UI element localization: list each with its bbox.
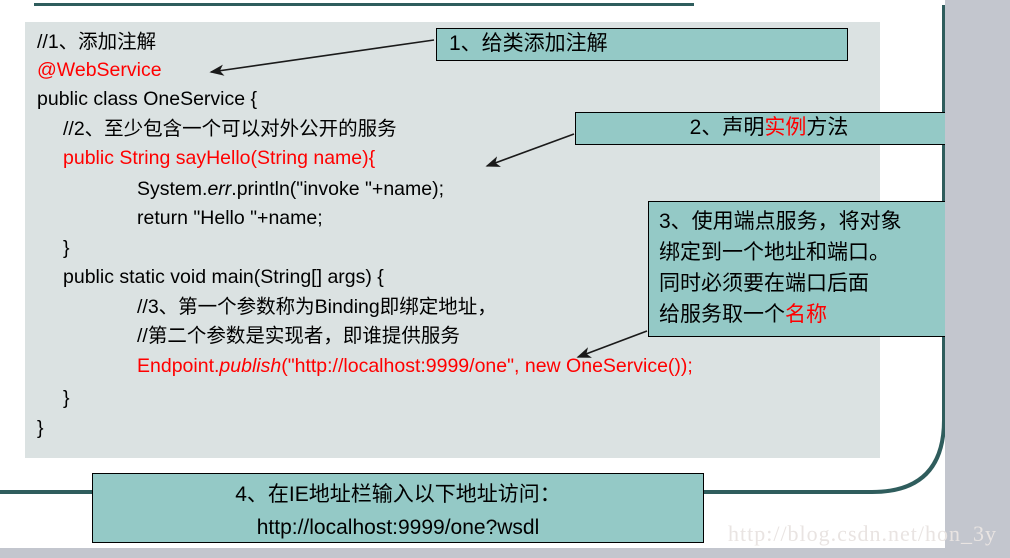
callout-step-3-line-1: 3、使用端点服务，将对象 bbox=[659, 210, 902, 233]
code-line-9-main-decl: public static void main(String[] args) { bbox=[63, 266, 384, 288]
code-line-12-part-c: ("http://localhost:9999/one", new OneSer… bbox=[281, 355, 693, 377]
code-line-5-method-decl: public String sayHello(String name){ bbox=[63, 147, 376, 169]
top-divider-line bbox=[34, 3, 694, 6]
callout-step-3-line-2: 绑定到一个地址和端口。 bbox=[659, 241, 890, 264]
callout-step-3-line-4-prefix: 给服务取一个 bbox=[659, 303, 785, 326]
callout-step-2-suffix: 方法 bbox=[806, 116, 849, 139]
callout-step-3-line-3: 同时必须要在端口后面 bbox=[659, 272, 869, 295]
code-line-8-close-brace: } bbox=[63, 237, 70, 259]
code-line-6-println: System.err.println("invoke "+name); bbox=[137, 179, 444, 199]
code-snippet-block: //1、添加注解 @WebService public class OneSer… bbox=[25, 22, 880, 458]
code-line-4-comment: //2、至少包含一个可以对外公开的服务 bbox=[63, 118, 397, 140]
code-line-14-close-brace: } bbox=[37, 417, 44, 439]
code-line-12-part-b: publish bbox=[219, 355, 282, 377]
callout-step-3: 3、使用端点服务，将对象绑定到一个地址和端口。同时必须要在端口后面给服务取一个名… bbox=[648, 201, 945, 337]
code-line-1: //1、添加注解 bbox=[37, 31, 157, 53]
callout-step-4-url: http://localhost:9999/one?wsdl bbox=[256, 516, 540, 539]
callout-step-3-line-4: 给服务取一个名称 bbox=[659, 299, 945, 330]
code-line-6-part-b: err bbox=[207, 178, 232, 200]
code-line-6-part-a: System. bbox=[137, 178, 208, 200]
code-line-12-endpoint-publish: Endpoint.publish("http://localhost:9999/… bbox=[137, 356, 693, 376]
code-line-6-part-c: .println("invoke "+name); bbox=[231, 178, 445, 200]
code-line-12-part-a: Endpoint. bbox=[137, 355, 220, 377]
slide-canvas: //1、添加注解 @WebService public class OneSer… bbox=[0, 0, 945, 548]
code-line-10-comment: //3、第一个参数称为Binding即绑定地址， bbox=[137, 296, 497, 318]
bottom-panel-strip bbox=[0, 548, 1010, 558]
code-line-11-comment: //第二个参数是实现者，即谁提供服务 bbox=[137, 325, 460, 347]
callout-step-2-prefix: 2、声明 bbox=[689, 116, 765, 139]
callout-step-2-highlight: 实例 bbox=[764, 116, 807, 139]
callout-step-4: 4、在IE地址栏输入以下地址访问： http://localhost:9999/o… bbox=[92, 473, 704, 543]
code-line-2-annotation: @WebService bbox=[37, 59, 162, 81]
code-line-7-return: return "Hello "+name; bbox=[137, 207, 323, 229]
code-line-13-close-brace: } bbox=[63, 387, 70, 409]
watermark-text: http://blog.csdn.net/hon_3y bbox=[728, 521, 997, 546]
callout-step-2: 2、声明实例方法 bbox=[575, 112, 945, 145]
callout-step-4-line-1: 4、在IE地址栏输入以下地址访问： bbox=[235, 483, 561, 506]
callout-step-3-line-4-highlight: 名称 bbox=[785, 303, 827, 326]
callout-step-1-text: 1、给类添加注解 bbox=[449, 32, 608, 55]
callout-step-1: 1、给类添加注解 bbox=[436, 28, 848, 61]
code-line-3-class-decl: public class OneService { bbox=[37, 88, 258, 110]
